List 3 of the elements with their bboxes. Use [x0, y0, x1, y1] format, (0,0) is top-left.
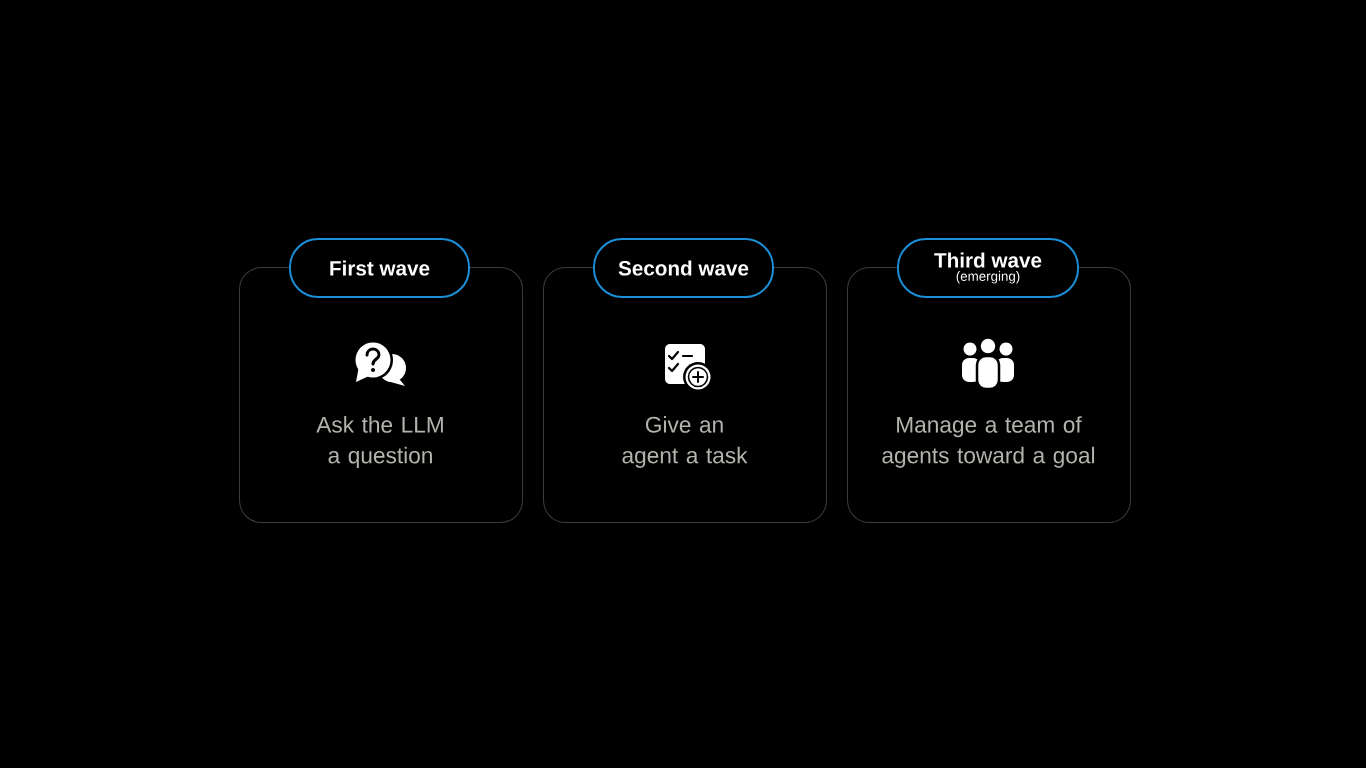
pill-heading: Third wave (emerging) — [897, 238, 1079, 298]
pill-heading: Second wave — [593, 238, 774, 298]
pill-heading: First wave — [289, 238, 470, 298]
